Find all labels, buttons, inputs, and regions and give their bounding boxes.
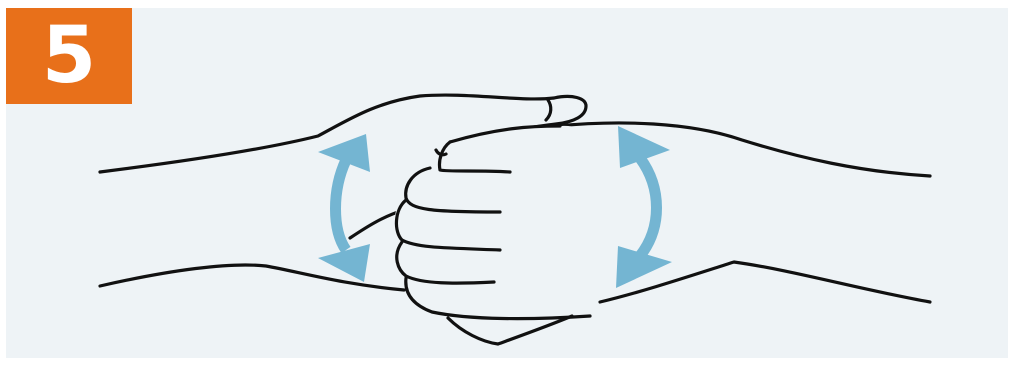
right-forearm (556, 123, 930, 302)
step-number: 5 (42, 17, 96, 95)
step-number-badge: 5 (6, 8, 132, 104)
